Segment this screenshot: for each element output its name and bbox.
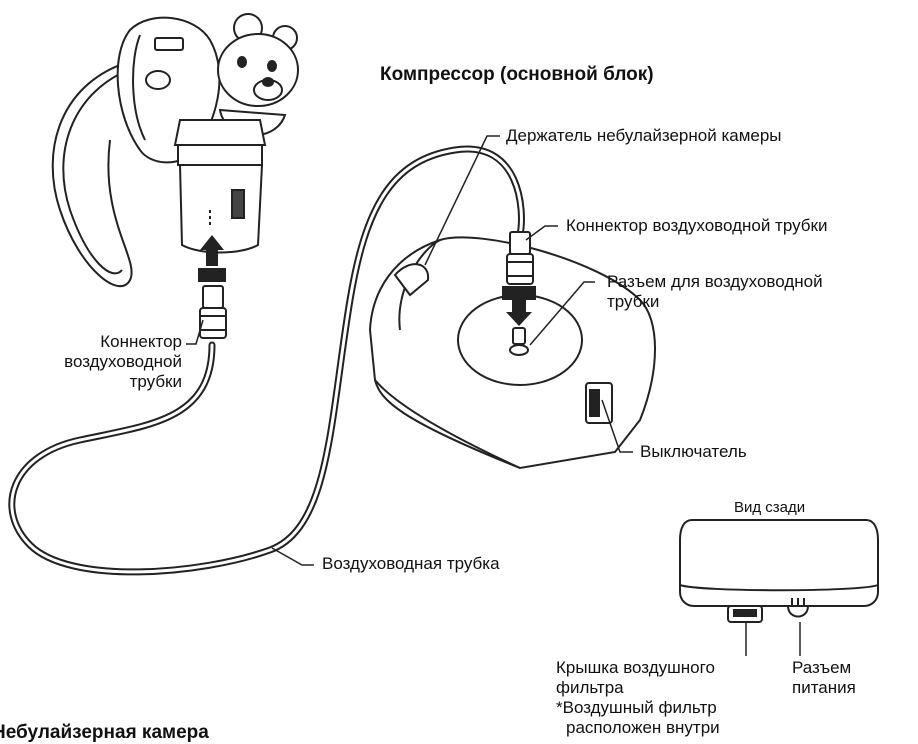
connector-right-label: Коннектор воздуховодной трубки: [566, 216, 827, 236]
connector-left-label-line1: Коннектор: [100, 332, 182, 352]
compressor-title: Компрессор (основной блок): [380, 64, 654, 86]
filter-note-line1: *Воздушный фильтр: [556, 698, 717, 718]
chamber-holder-label: Держатель небулайзерной камеры: [506, 126, 782, 146]
filter-note-line2: расположен внутри: [566, 718, 720, 738]
rear-view-box: [680, 520, 878, 622]
tube-connector-left: [200, 286, 226, 338]
air-tube-socket-label-line1: Разъем для воздуховодной: [607, 272, 823, 292]
tube-connector-right: [507, 232, 533, 284]
teddy-bear: [218, 14, 298, 135]
rear-view-label: Вид сзади: [734, 498, 805, 518]
power-socket-label-line2: питания: [792, 678, 856, 698]
air-tube-socket: [510, 328, 528, 355]
air-tube-label: Воздуховодная трубка: [322, 554, 500, 574]
power-socket-label-line1: Разъем: [792, 658, 851, 678]
connector-left-label-line3: трубки: [130, 372, 182, 392]
filter-cover-label-line1: Крышка воздушного: [556, 658, 715, 678]
air-tube-socket-label-line2: трубки: [607, 292, 659, 312]
nebulizer-cup: [175, 120, 265, 253]
connector-left-label-line2: воздуховодной: [64, 352, 182, 372]
filter-cover-label-line2: фильтра: [556, 678, 624, 698]
nebulizer-kit-title: Небулайзерная камера: [0, 722, 209, 744]
switch-label: Выключатель: [640, 442, 747, 462]
